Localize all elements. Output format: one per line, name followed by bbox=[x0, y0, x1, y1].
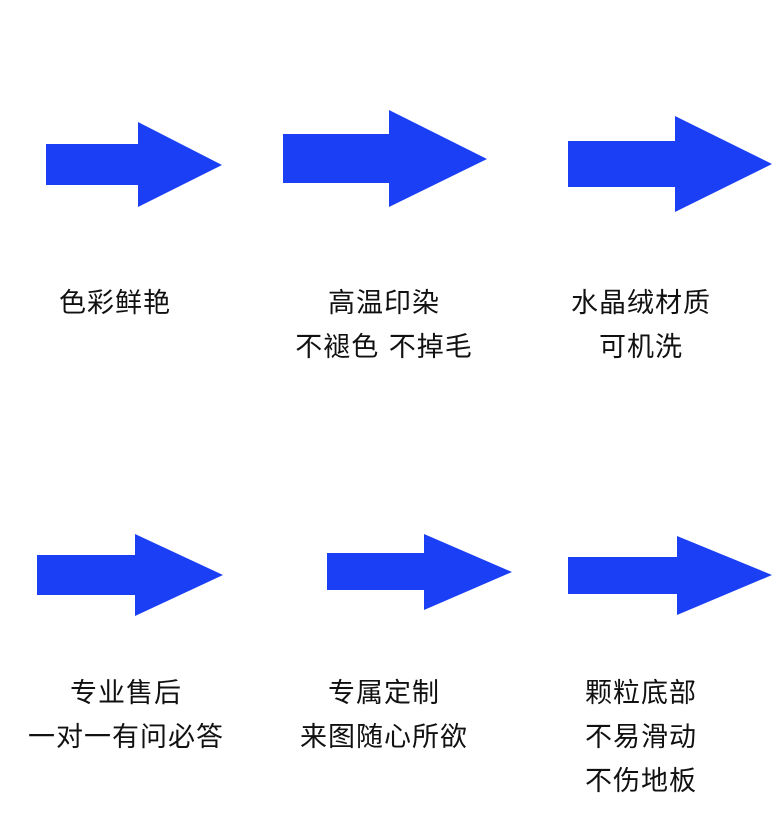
right-arrow-icon bbox=[568, 536, 772, 615]
right-arrow-icon bbox=[327, 534, 512, 610]
feature-label: 高温印染 不褪色 不掉毛 bbox=[254, 282, 514, 370]
right-arrow-icon bbox=[46, 122, 222, 207]
feature-line: 专业售后 bbox=[70, 678, 182, 709]
feature-line: 水晶绒材质 bbox=[571, 288, 711, 319]
feature-line: 一对一有问必答 bbox=[28, 722, 224, 753]
feature-line: 颗粒底部 bbox=[585, 678, 697, 709]
feature-line: 不伤地板 bbox=[585, 766, 697, 797]
feature-line: 不易滑动 bbox=[585, 722, 697, 753]
feature-line: 来图随心所欲 bbox=[300, 722, 468, 753]
right-arrow-icon bbox=[283, 110, 487, 207]
feature-label: 水晶绒材质 可机洗 bbox=[511, 282, 771, 370]
feature-line: 色彩鲜艳 bbox=[59, 288, 171, 319]
feature-line: 不褪色 不掉毛 bbox=[295, 332, 473, 363]
feature-label: 专业售后 一对一有问必答 bbox=[0, 672, 256, 760]
feature-line: 可机洗 bbox=[599, 332, 683, 363]
right-arrow-icon bbox=[37, 534, 223, 616]
feature-label: 专属定制 来图随心所欲 bbox=[254, 672, 514, 760]
feature-label: 颗粒底部 不易滑动 不伤地板 bbox=[511, 672, 771, 804]
right-arrow-icon bbox=[568, 116, 772, 212]
feature-line: 专属定制 bbox=[328, 678, 440, 709]
feature-line: 高温印染 bbox=[328, 288, 440, 319]
feature-label: 色彩鲜艳 bbox=[0, 282, 245, 326]
